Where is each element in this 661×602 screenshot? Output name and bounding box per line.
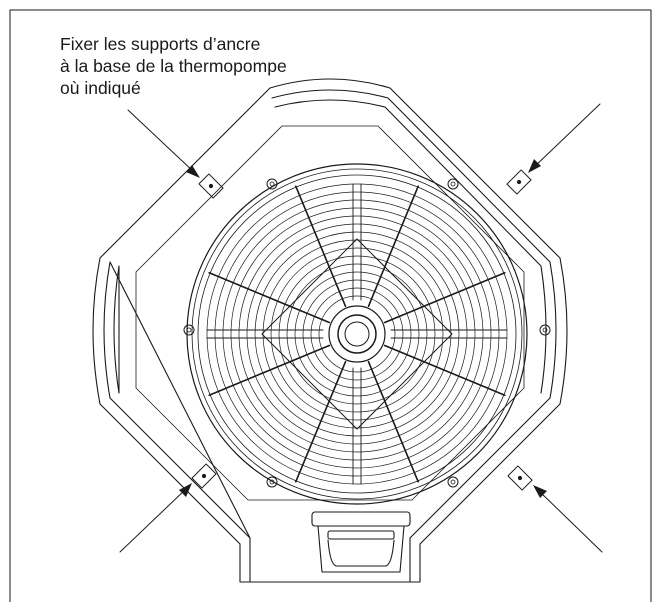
mounting-lug — [186, 327, 192, 333]
frame-border — [9, 9, 652, 602]
fan-hub — [337, 314, 377, 354]
arrow-icon — [533, 485, 603, 553]
guard-spoke — [294, 185, 347, 308]
guard-ring — [262, 239, 452, 429]
guard-ring — [318, 295, 396, 373]
guard-spoke — [294, 360, 347, 483]
instruction-line-1: Fixer les supports d’ancre — [60, 34, 261, 54]
mounting-lug — [447, 178, 459, 190]
guard-ring — [294, 271, 420, 397]
arrow-icon — [127, 109, 200, 178]
guard-spoke — [367, 185, 420, 308]
fan-rim — [186, 163, 528, 505]
guard-ring — [230, 207, 484, 461]
guard-ring — [214, 191, 500, 477]
mounting-lug — [269, 479, 275, 485]
guard-ring — [238, 215, 476, 453]
service-port — [311, 511, 411, 573]
fan-hub — [328, 305, 386, 363]
guard-spoke — [367, 360, 420, 483]
guard-spoke — [383, 344, 506, 397]
anchor-bracket-bottom-right — [507, 465, 533, 491]
mounting-lug — [266, 178, 278, 190]
anchor-bracket-top-right — [506, 169, 532, 195]
fan-guard-icon — [183, 163, 551, 505]
mounting-lug — [542, 327, 548, 333]
anchor-bracket-top-left — [198, 173, 224, 199]
instruction-text: Fixer les supports d’ancre à la base de … — [60, 33, 287, 99]
mounting-lug — [450, 479, 456, 485]
fan-rim — [197, 174, 517, 494]
fan-hub — [344, 321, 370, 347]
mounting-lug — [266, 476, 278, 488]
guard-ring — [206, 183, 508, 485]
guard-ring — [270, 247, 444, 421]
arrow-icon — [528, 103, 601, 173]
mounting-lug — [183, 324, 195, 336]
anchor-bracket-bottom-left — [191, 463, 217, 489]
arrow-icon — [119, 483, 192, 553]
mounting-lug — [269, 181, 275, 187]
guard-ring — [222, 199, 492, 469]
guard-ring — [246, 223, 468, 445]
instruction-line-3: où indiqué — [60, 78, 141, 98]
mounting-lug — [539, 324, 551, 336]
mounting-lug — [450, 181, 456, 187]
guard-ring — [278, 255, 436, 413]
guard-ring — [302, 279, 412, 389]
guard-ring — [254, 231, 460, 437]
guard-spoke — [383, 271, 506, 324]
guard-ring — [310, 287, 404, 381]
guard-ring — [286, 263, 428, 405]
unit-housing — [92, 78, 568, 583]
fan-rim — [191, 168, 523, 500]
mounting-lug — [447, 476, 459, 488]
guard-spoke — [208, 344, 331, 397]
guard-spoke — [208, 271, 331, 324]
fan-motor-bracket — [261, 238, 453, 430]
instruction-line-2: à la base de la thermopompe — [60, 56, 287, 76]
